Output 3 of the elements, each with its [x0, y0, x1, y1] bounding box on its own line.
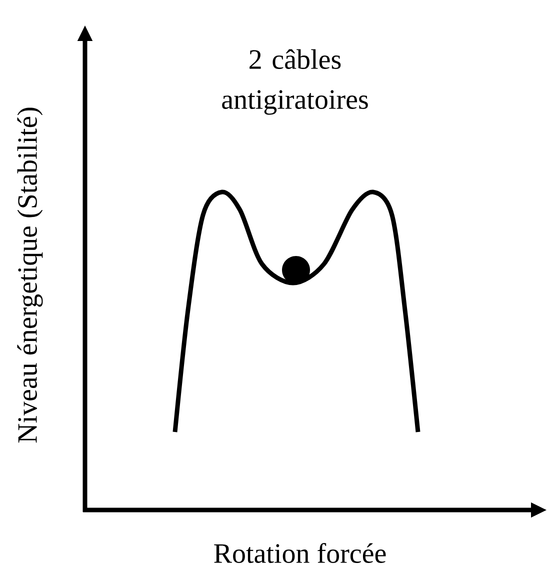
axis-label: Rotation forcée — [214, 543, 386, 563]
annotation-text: 2 câbles antigiratoires — [222, 49, 368, 115]
axis-label: Niveau énergetique (Stabilité) — [17, 108, 43, 443]
